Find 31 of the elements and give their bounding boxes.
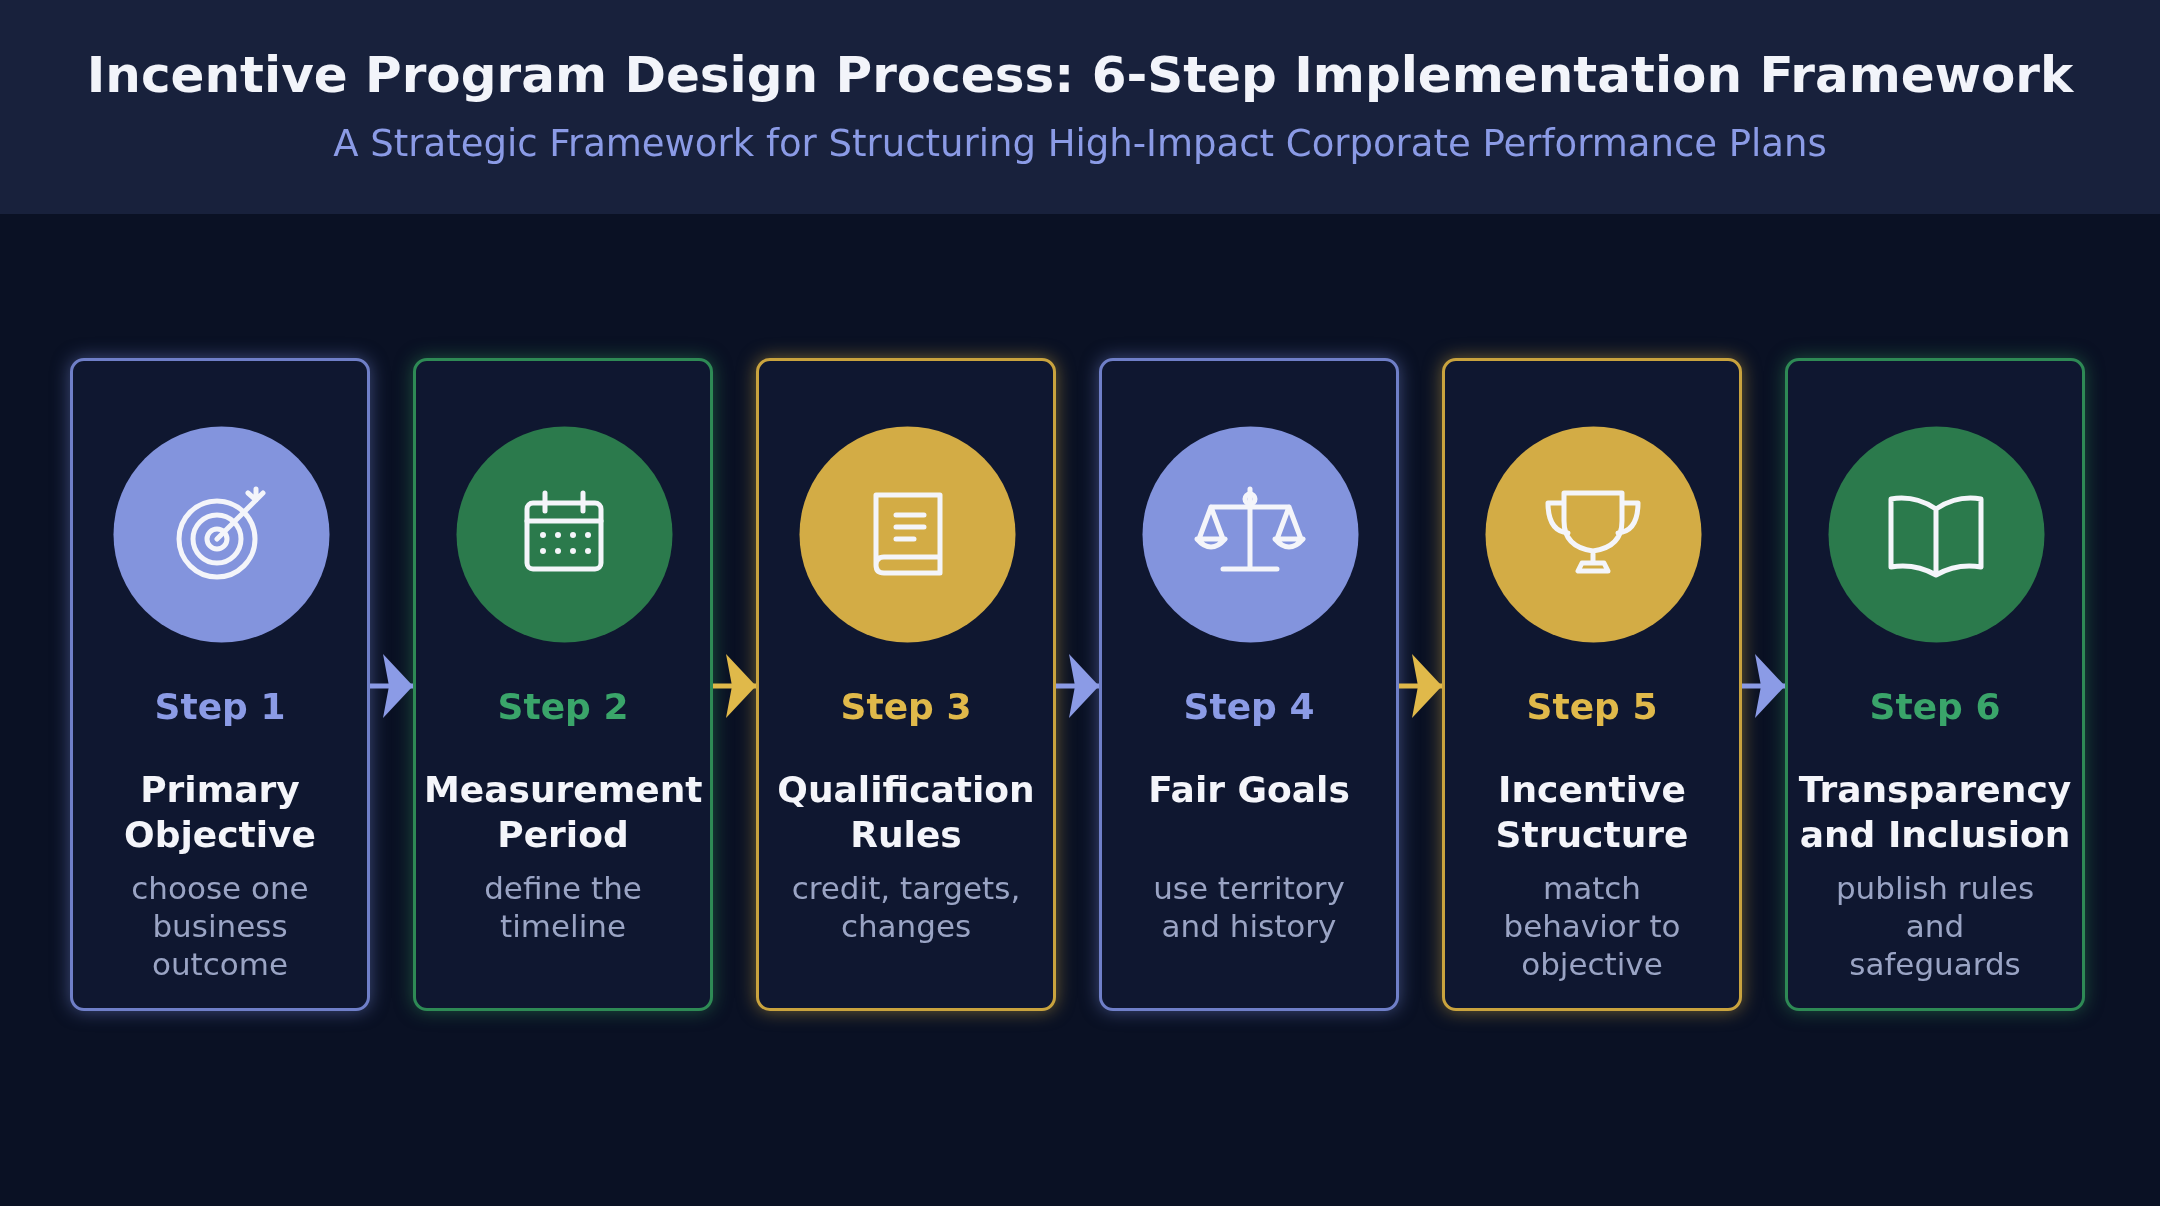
chevron-arrow: [1399, 654, 1442, 718]
chevron-arrow: [1742, 654, 1785, 718]
step-heading: Qualification Rules: [776, 768, 1036, 857]
step-card: [70, 358, 370, 1011]
step-card: [413, 358, 713, 1011]
step-description: use territory and history: [1152, 869, 1346, 945]
step-label: Step 1: [153, 686, 287, 727]
step-heading: Measurement Period: [424, 768, 702, 857]
step-heading: Incentive Structure: [1494, 768, 1690, 857]
step-label: Step 5: [1525, 686, 1659, 727]
step-label: Step 4: [1182, 686, 1316, 727]
subtitle: A Strategic Framework for Structuring High-Impact Corporate Performance Plans: [332, 122, 1828, 165]
step-description: choose one business outcome: [130, 869, 310, 983]
step-card: [756, 358, 1056, 1011]
step-heading: Transparency and Inclusion: [1797, 768, 2073, 857]
step-card: [1099, 358, 1399, 1011]
chevron-arrow: [713, 654, 756, 718]
step-label: Step 3: [839, 686, 973, 727]
title: Incentive Program Design Process: 6-Step Implementation Framework: [85, 46, 2075, 104]
step-description: match behavior to objective: [1502, 869, 1682, 983]
chevron-arrow: [370, 654, 413, 718]
chevron-arrow: [1056, 654, 1099, 718]
step-card: [1785, 358, 2085, 1011]
step-label: Step 2: [496, 686, 630, 727]
step-description: define the timeline: [483, 869, 643, 945]
step-heading: Fair Goals: [1147, 768, 1351, 812]
step-label: Step 6: [1868, 686, 2002, 727]
step-description: publish rules and safeguards: [1834, 869, 2036, 983]
step-heading: Primary Objective: [123, 768, 317, 857]
step-card: [1442, 358, 1742, 1011]
step-description: credit, targets, changes: [790, 869, 1022, 945]
